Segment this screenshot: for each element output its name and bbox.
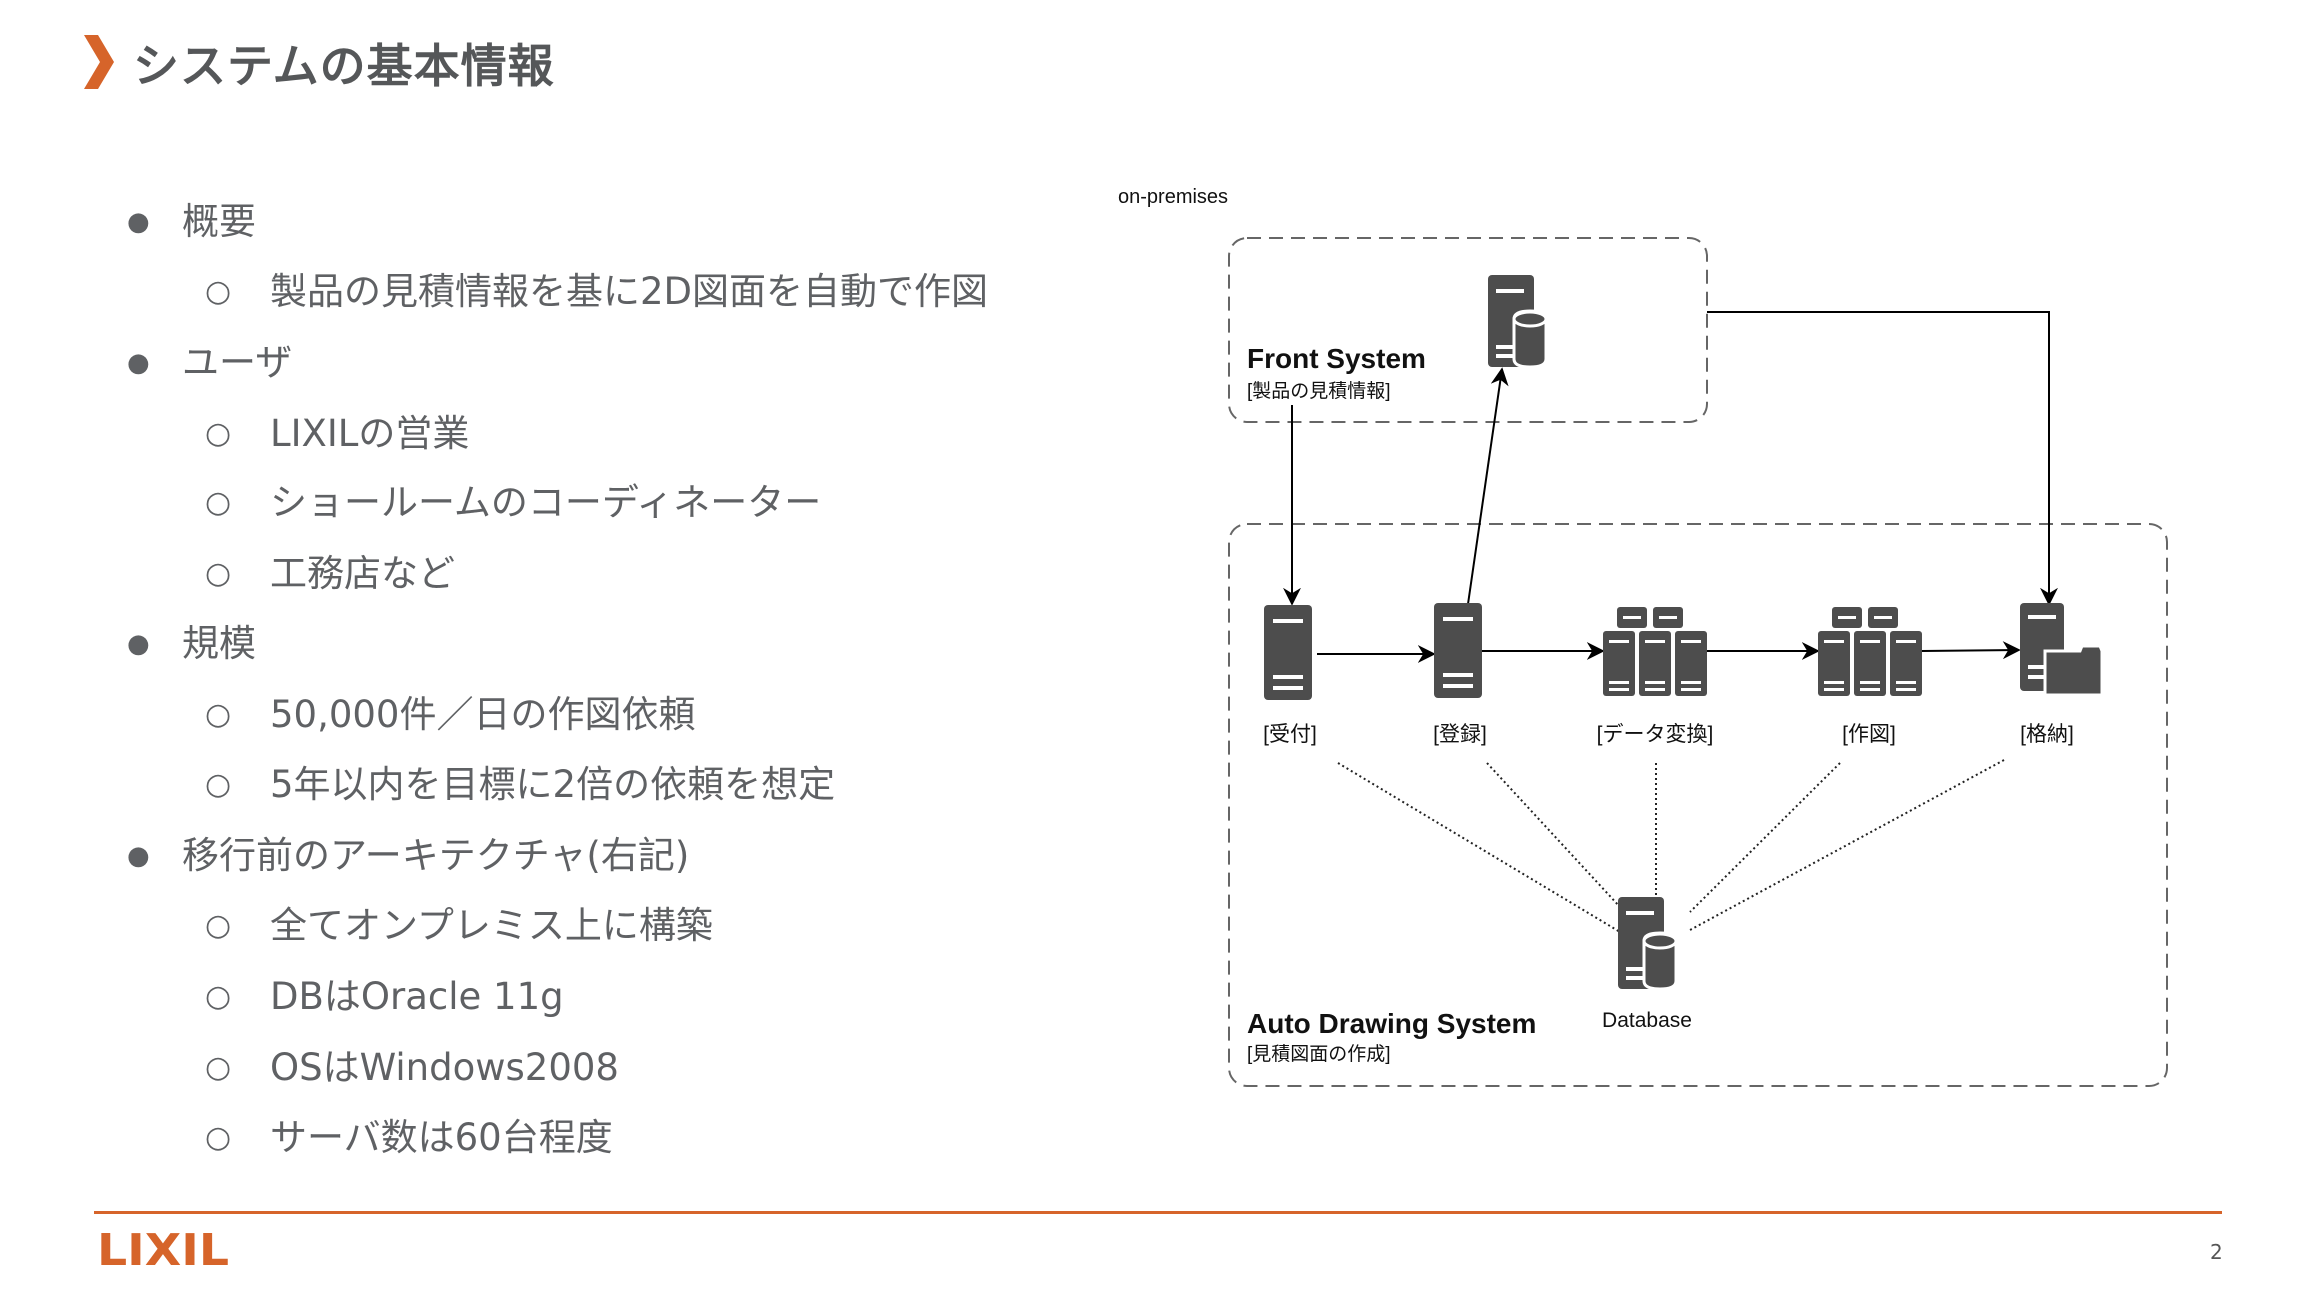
bullet-circle-icon: ○ bbox=[205, 908, 232, 943]
edge-registration-to-front bbox=[1467, 367, 1509, 605]
front-system-subtitle: [製品の見積情報] bbox=[1247, 380, 1391, 402]
auto-drawing-system-subtitle: [見積図面の作成] bbox=[1247, 1043, 1391, 1065]
bullet-item: ● ユーザ bbox=[127, 339, 293, 387]
drawing-server-cluster-icon bbox=[1818, 607, 1922, 696]
bullet-text: サーバ数は60台程度 bbox=[270, 1116, 613, 1159]
sub-bullet-item: ○ LIXILの営業 bbox=[205, 410, 470, 458]
sub-bullet-item: ○ OSはWindows2008 bbox=[205, 1044, 619, 1092]
registration-server-icon bbox=[1434, 603, 1482, 698]
bullet-text: DBはOracle 11g bbox=[270, 975, 564, 1018]
edge-drawing-to-storage bbox=[1921, 641, 2021, 660]
node-label-storage: [格納] bbox=[2020, 723, 2074, 746]
page-title: システムの基本情報 bbox=[133, 39, 555, 93]
bullet-text: 50,000件／日の作図依頼 bbox=[270, 693, 696, 736]
bullet-circle-icon: ○ bbox=[205, 979, 232, 1014]
sub-bullet-item: ○ 50,000件／日の作図依頼 bbox=[205, 691, 696, 739]
bullet-dot-icon: ● bbox=[127, 841, 150, 871]
edge-storage-to-database bbox=[1689, 759, 2005, 931]
edge-registration-to-database bbox=[1486, 762, 1621, 908]
node-label-drawing: [作図] bbox=[1842, 723, 1896, 746]
auto-drawing-system-container bbox=[1228, 523, 2168, 1087]
lixil-logo: LIXIL bbox=[97, 1225, 229, 1273]
bullet-text: 工務店など bbox=[270, 552, 455, 595]
environment-label: on-premises bbox=[1118, 186, 1228, 208]
database-label: Database bbox=[1602, 1009, 1692, 1032]
database-server-database-icon bbox=[1616, 895, 1678, 991]
bullet-text: 製品の見積情報を基に2D図面を自動で作図 bbox=[270, 270, 989, 313]
edge-drawing-to-database bbox=[1689, 762, 1841, 913]
bullet-circle-icon: ○ bbox=[205, 274, 232, 309]
front-system-title: Front System bbox=[1247, 343, 1426, 374]
bullet-text: 規模 bbox=[182, 622, 256, 665]
bullet-circle-icon: ○ bbox=[205, 1050, 232, 1085]
sub-bullet-item: ○ 全てオンプレミス上に構築 bbox=[205, 902, 713, 950]
sub-bullet-item: ○ ショールームのコーディネーター bbox=[205, 479, 822, 527]
sub-bullet-item: ○ サーバ数は60台程度 bbox=[205, 1114, 613, 1162]
bullet-circle-icon: ○ bbox=[205, 485, 232, 520]
bullet-circle-icon: ○ bbox=[205, 556, 232, 591]
node-label-data-conversion: [データ変換] bbox=[1597, 723, 1714, 746]
auto-drawing-system-title: Auto Drawing System bbox=[1247, 1008, 1536, 1039]
bullet-dot-icon: ● bbox=[127, 348, 150, 378]
bullet-circle-icon: ○ bbox=[205, 416, 232, 451]
edge-reception-to-database bbox=[1337, 762, 1621, 933]
node-label-reception: [受付] bbox=[1263, 723, 1317, 746]
bullet-text: 移行前のアーキテクチャ(右記) bbox=[182, 834, 690, 877]
bullet-item: ● 概要 bbox=[127, 198, 256, 246]
front-system-server-database-icon bbox=[1486, 273, 1548, 369]
bullet-text: 5年以内を目標に2倍の依頼を想定 bbox=[270, 763, 836, 806]
bullet-text: 全てオンプレミス上に構築 bbox=[270, 904, 713, 947]
logo-text: LIXIL bbox=[97, 1225, 229, 1273]
edge-front-to-storage bbox=[1707, 311, 2058, 606]
sub-bullet-item: ○ 5年以内を目標に2倍の依頼を想定 bbox=[205, 761, 836, 809]
bullet-circle-icon: ○ bbox=[205, 697, 232, 732]
bullet-circle-icon: ○ bbox=[205, 767, 232, 802]
footer-divider bbox=[94, 1211, 2222, 1214]
bullet-text: LIXILの営業 bbox=[270, 412, 470, 455]
front-system-container bbox=[1228, 237, 1708, 423]
dotted-edges bbox=[1337, 759, 2005, 933]
bullet-dot-icon: ● bbox=[127, 207, 150, 237]
node-label-registration: [登録] bbox=[1433, 723, 1487, 746]
data-conversion-server-cluster-icon bbox=[1603, 607, 1707, 696]
bullet-item: ● 移行前のアーキテクチャ(右記) bbox=[127, 832, 690, 880]
solid-edges bbox=[1283, 311, 2058, 663]
bullet-text: OSはWindows2008 bbox=[270, 1046, 619, 1089]
bullet-text: ショールームのコーディネーター bbox=[270, 481, 822, 524]
storage-file-server-icon bbox=[2018, 601, 2104, 697]
bullet-circle-icon: ○ bbox=[205, 1120, 232, 1155]
title-chevron-icon bbox=[84, 35, 114, 89]
sub-bullet-item: ○ 製品の見積情報を基に2D図面を自動で作図 bbox=[205, 268, 989, 316]
bullet-item: ● 規模 bbox=[127, 620, 256, 668]
sub-bullet-item: ○ DBはOracle 11g bbox=[205, 973, 564, 1021]
bullet-text: 概要 bbox=[182, 200, 256, 243]
bullet-dot-icon: ● bbox=[127, 629, 150, 659]
page-number: 2 bbox=[2210, 1240, 2223, 1264]
reception-server-icon bbox=[1264, 605, 1312, 700]
sub-bullet-item: ○ 工務店など bbox=[205, 550, 455, 598]
bullet-text: ユーザ bbox=[182, 341, 293, 384]
